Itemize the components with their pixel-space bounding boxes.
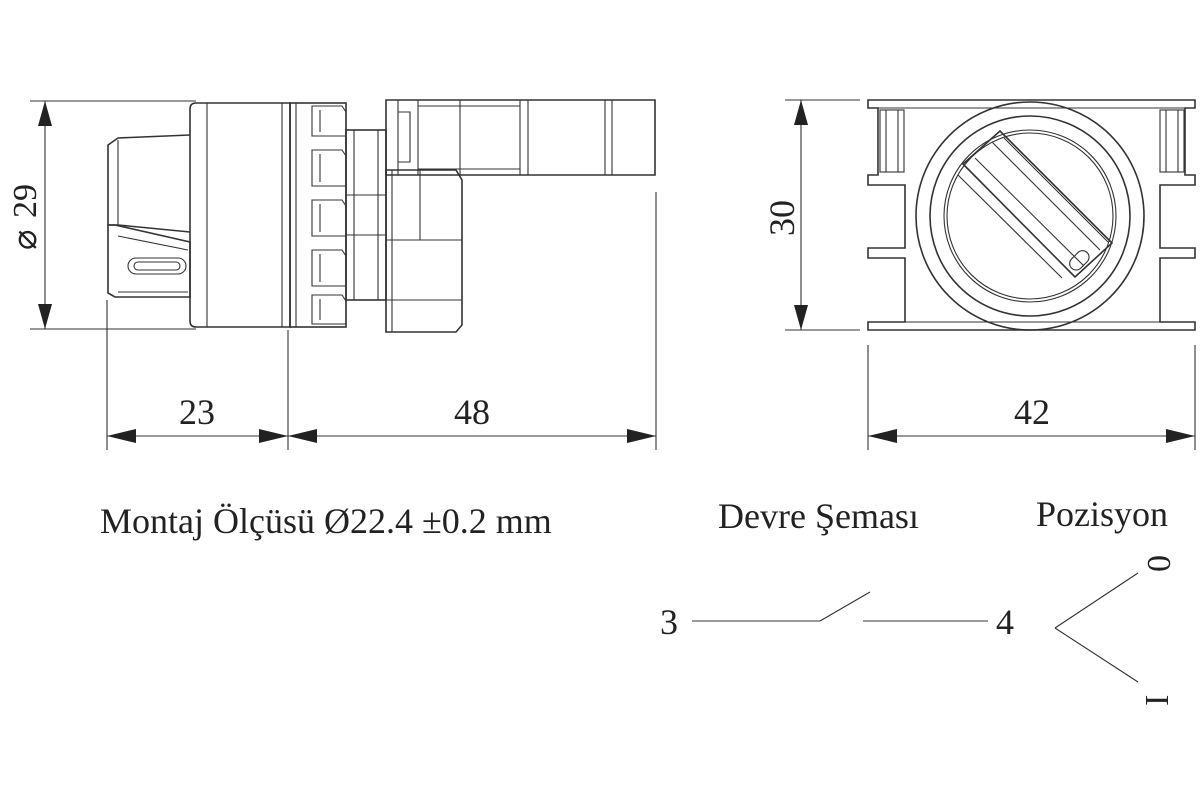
diameter-dimension: ⌀ 29	[7, 100, 196, 330]
front-bezel	[189, 102, 291, 328]
terminal-4-label: 4	[996, 602, 1014, 642]
selector-knob	[107, 134, 191, 298]
position-line-0	[1054, 572, 1139, 629]
side-view: ⌀ 29 23 48	[7, 99, 657, 450]
front-depth-value: 23	[179, 392, 215, 432]
mounting-note: Montaj Ölçüsü Ø22.4 ±0.2 mm	[100, 501, 552, 541]
knob-face	[915, 101, 1145, 331]
diameter-value: 29	[7, 184, 44, 218]
diameter-symbol: ⌀	[7, 230, 44, 250]
housing-outline	[867, 99, 1196, 331]
width-dimension: 42	[867, 345, 1196, 450]
position-title: Pozisyon	[1036, 494, 1168, 534]
height-dimension: 30	[762, 99, 860, 331]
contact-blade	[819, 591, 871, 622]
length-dimensions: 23 48	[106, 192, 657, 450]
position-line-1	[1054, 627, 1139, 683]
body-length-value: 48	[454, 392, 490, 432]
position-0-label: 0	[1141, 555, 1178, 572]
contact-block	[385, 99, 656, 176]
switch-body	[385, 169, 463, 333]
terminal-3-label: 3	[660, 602, 678, 642]
collar	[345, 129, 387, 301]
height-value: 30	[762, 200, 802, 236]
mounting-nut	[289, 102, 347, 328]
front-view: 30 42	[762, 99, 1196, 450]
circuit-diagram: Devre Şeması 3 4	[660, 496, 1014, 642]
width-value: 42	[1014, 392, 1050, 432]
circuit-title: Devre Şeması	[718, 496, 919, 536]
position-diagram: Pozisyon 0 I	[1036, 494, 1178, 706]
position-1-label: I	[1139, 695, 1176, 706]
